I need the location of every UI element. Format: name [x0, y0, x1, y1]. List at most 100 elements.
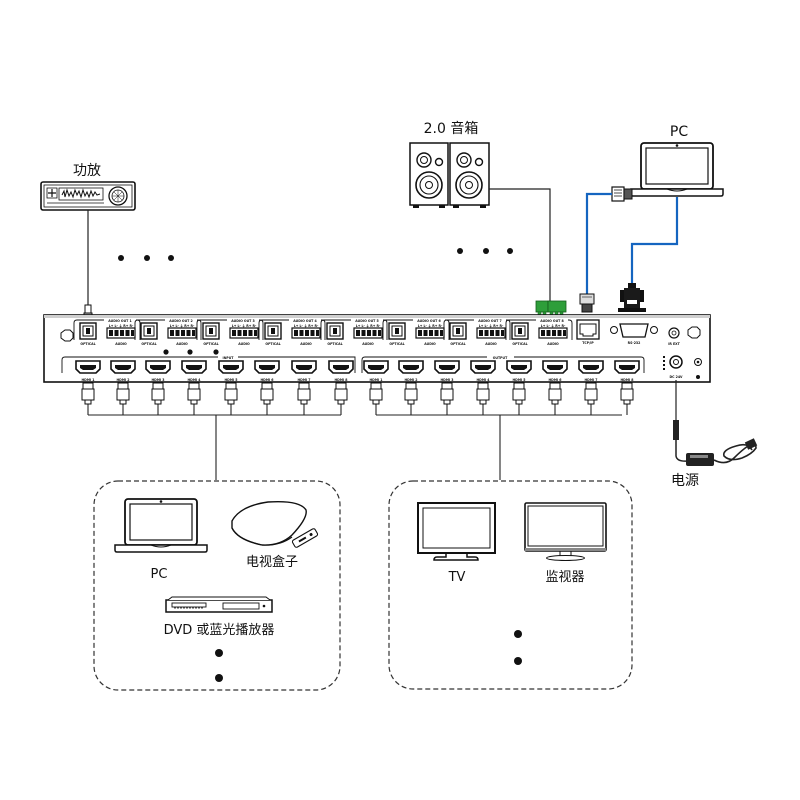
audio-label: AUDIO — [176, 342, 188, 346]
hdmi-plug — [620, 382, 634, 415]
ir-ext-port[interactable]: IR EXT — [668, 327, 681, 346]
audio-out-label: AUDIO OUT 5 — [355, 319, 378, 323]
optical-port[interactable] — [202, 322, 220, 340]
input-hdmi-6[interactable]: HDMI 6 — [254, 360, 280, 382]
audio-pins-label: L+ L- ⏚ R+ R- — [356, 323, 381, 328]
audio-terminal-port[interactable] — [353, 327, 383, 339]
more-sources-dot — [215, 649, 223, 657]
optical-label: OPTICAL — [389, 342, 404, 346]
audio-label: AUDIO — [115, 342, 127, 346]
ir-ext-label: IR EXT — [668, 342, 680, 346]
input-port-label: HDMI 8 — [335, 378, 349, 382]
optical-port[interactable] — [326, 322, 344, 340]
indicator-dot — [187, 349, 193, 355]
output-port-label: HDMI 2 — [405, 378, 418, 382]
optical-port[interactable] — [264, 322, 282, 340]
hdmi-port-icon — [470, 360, 496, 374]
input-port-label: HDMI 1 — [82, 378, 95, 382]
audio-label: AUDIO — [485, 342, 497, 346]
remote-icon — [291, 528, 319, 548]
input-hdmi-5[interactable]: HDMI 5 — [218, 360, 244, 382]
hdmi-plug — [404, 382, 418, 415]
optical-port[interactable] — [388, 322, 406, 340]
power-adapter: 电源 — [671, 380, 758, 489]
audio-terminal-port[interactable] — [476, 327, 506, 339]
tcpip-port[interactable]: TCP/IP — [576, 319, 600, 345]
ground-terminal — [694, 358, 702, 379]
hdmi-port-icon — [434, 360, 460, 374]
hdmi-plug — [440, 382, 454, 415]
control-pc: PC — [630, 124, 724, 197]
output-port-label: HDMI 6 — [549, 378, 563, 382]
hdmi-plug — [548, 382, 562, 415]
input-port-label: HDMI 2 — [117, 378, 130, 382]
source-dvd-label: DVD 或蓝光播放器 — [164, 623, 275, 638]
display-devices-group: TV 监视器 — [388, 480, 633, 690]
rs232-port[interactable]: RS-232 — [610, 323, 658, 345]
hdmi-port-icon — [75, 360, 101, 374]
more-devices-dots-left — [118, 255, 174, 261]
hdmi-plug — [151, 382, 165, 415]
audio-terminal-port[interactable] — [167, 327, 197, 339]
speaker-cable — [489, 188, 551, 305]
audio-terminal-port[interactable] — [538, 327, 568, 339]
display-monitor: 监视器 — [524, 502, 607, 585]
input-hdmi-1[interactable]: HDMI 1 — [75, 360, 101, 382]
output-hdmi-1[interactable]: HDMI 1 — [363, 360, 389, 382]
input-hdmi-4[interactable]: HDMI 4 — [181, 360, 207, 382]
audio-label: AUDIO — [547, 342, 559, 346]
output-hdmi-2[interactable]: HDMI 2 — [398, 360, 424, 382]
indicator-dot — [163, 349, 169, 355]
optical-port[interactable] — [449, 322, 467, 340]
audio-terminal-port[interactable] — [291, 327, 321, 339]
input-hdmi-8[interactable]: HDMI 8 — [328, 360, 354, 382]
output-hdmi-3[interactable]: HDMI 3 — [434, 360, 460, 382]
hdmi-port-icon — [218, 360, 244, 374]
db9-plug — [618, 283, 646, 312]
optical-label: OPTICAL — [80, 342, 95, 346]
output-port-label: HDMI 5 — [513, 378, 526, 382]
output-hdmi-8[interactable]: HDMI 8 — [614, 360, 640, 382]
optical-port[interactable] — [140, 322, 158, 340]
hdmi-port-icon — [363, 360, 389, 374]
output-hdmi-5[interactable]: HDMI 5 — [506, 360, 532, 382]
optical-label: OPTICAL — [265, 342, 280, 346]
input-hdmi-2[interactable]: HDMI 2 — [110, 360, 136, 382]
audio-terminal-port[interactable] — [229, 327, 259, 339]
audio-pins-label: L+ L- ⏚ R+ R- — [232, 323, 257, 328]
input-hdmi-3[interactable]: HDMI 3 — [145, 360, 171, 382]
hdmi-port-icon — [254, 360, 280, 374]
laptop-icon — [114, 498, 208, 553]
input-group-label: INPUT — [223, 356, 235, 360]
display-tv: TV — [417, 502, 496, 585]
hdmi-port-icon — [578, 360, 604, 374]
optical-port[interactable] — [79, 322, 97, 340]
dc-label: DC 24V — [670, 375, 684, 379]
audio-label: AUDIO — [300, 342, 312, 346]
audio-terminal-port[interactable] — [106, 327, 136, 339]
optical-port[interactable] — [511, 322, 529, 340]
source-tv-box: 电视盒子 — [231, 500, 319, 570]
audio-terminal-port[interactable] — [415, 327, 445, 339]
speakers-label: 2.0 音箱 — [424, 120, 479, 137]
amplifier-label: 功放 — [73, 163, 101, 179]
audio-pins-label: L+ L- ⏚ R+ R- — [109, 323, 134, 328]
dc-power-port[interactable]: DC 24V — [663, 355, 684, 379]
rs232-label: RS-232 — [628, 341, 641, 345]
output-hdmi-cables — [369, 382, 634, 415]
optical-label: OPTICAL — [512, 342, 527, 346]
hdmi-plug — [334, 382, 348, 415]
output-hdmi-6[interactable]: HDMI 6 — [542, 360, 568, 382]
laptop-icon — [630, 142, 724, 197]
output-port-label: HDMI 4 — [477, 378, 491, 382]
control-pc-label: PC — [670, 124, 688, 140]
audio-out-label: AUDIO OUT 2 — [169, 319, 192, 323]
input-hdmi-7[interactable]: HDMI 7 — [291, 360, 317, 382]
output-hdmi-7[interactable]: HDMI 7 — [578, 360, 604, 382]
output-hdmi-4[interactable]: HDMI 4 — [470, 360, 496, 382]
hdmi-port-icon — [614, 360, 640, 374]
